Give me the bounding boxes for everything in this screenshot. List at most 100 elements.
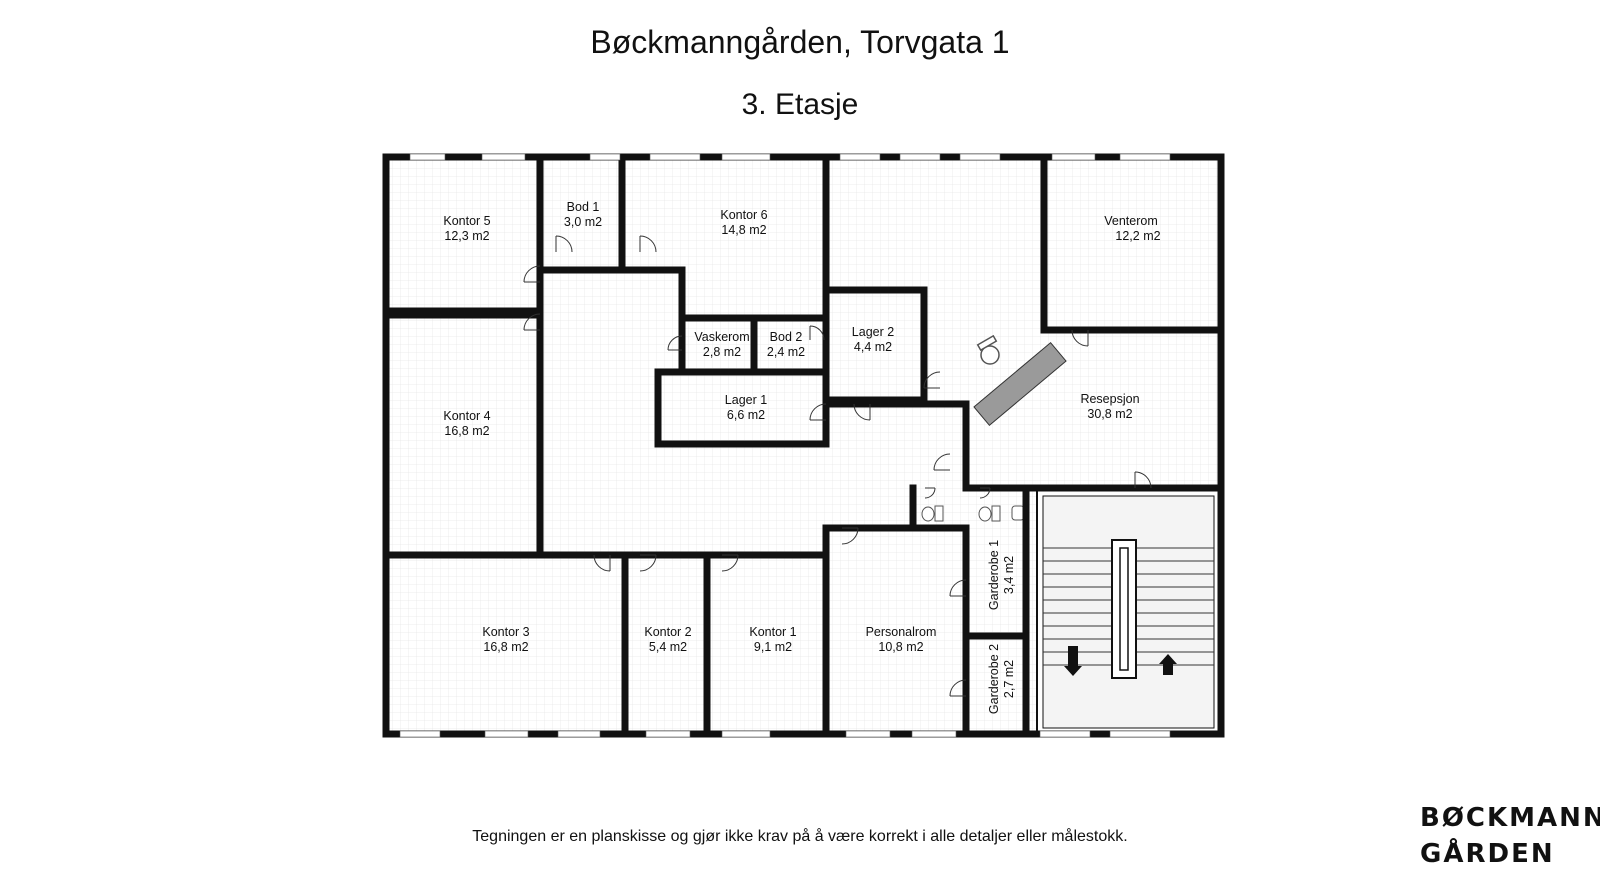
room-area: 10,8 m2 bbox=[878, 640, 923, 654]
page-title: Bøckmanngården, Torvgata 1 bbox=[590, 24, 1010, 60]
door-swing bbox=[949, 679, 967, 697]
stair-down-arrow-icon bbox=[1064, 646, 1082, 676]
room-name: Lager 2 bbox=[852, 325, 894, 339]
office-chair-icon bbox=[976, 334, 1000, 365]
window bbox=[557, 730, 601, 738]
room-name: Bod 2 bbox=[770, 330, 803, 344]
door-swing bbox=[841, 527, 859, 545]
room-kontor6[interactable]: Kontor 6 14,8 m2 bbox=[720, 208, 767, 237]
door-swing bbox=[809, 403, 827, 421]
room-name: Vaskerom bbox=[694, 330, 749, 344]
room-name: Garderobe 2 bbox=[987, 644, 1001, 714]
room-personalrom[interactable]: Personalrom 10,8 m2 bbox=[866, 625, 937, 654]
room-bod2[interactable]: Bod 2 2,4 m2 bbox=[767, 330, 805, 359]
door-swing bbox=[933, 453, 951, 471]
logo-line-1: BØCKMANN- bbox=[1420, 803, 1600, 833]
door-swing bbox=[979, 487, 991, 499]
room-area: 3,0 m2 bbox=[564, 215, 602, 229]
window bbox=[589, 153, 621, 161]
room-area: 12,2 m2 bbox=[1115, 229, 1160, 243]
window bbox=[399, 730, 441, 738]
reception-desk bbox=[973, 334, 1067, 427]
door-swing bbox=[523, 313, 541, 331]
window bbox=[481, 153, 526, 161]
room-area: 5,4 m2 bbox=[649, 640, 687, 654]
room-garderobe1[interactable]: Garderobe 1 3,4 m2 bbox=[987, 540, 1016, 610]
room-name: Kontor 3 bbox=[482, 625, 529, 639]
toilet-icon bbox=[978, 505, 1001, 522]
window bbox=[845, 730, 891, 738]
window bbox=[911, 730, 957, 738]
door-swing bbox=[523, 265, 541, 283]
door-swing bbox=[639, 554, 657, 572]
room-vaskerom[interactable]: Vaskerom 2,8 m2 bbox=[694, 330, 749, 359]
window bbox=[721, 153, 771, 161]
room-name: Kontor 4 bbox=[443, 409, 490, 423]
door-swing bbox=[949, 579, 967, 597]
room-kontor4[interactable]: Kontor 4 16,8 m2 bbox=[443, 409, 490, 438]
brand-logo: BØCKMANN- GÅRDEN bbox=[1420, 800, 1600, 872]
window bbox=[1039, 730, 1091, 738]
room-kontor3[interactable]: Kontor 3 16,8 m2 bbox=[482, 625, 529, 654]
room-name: Lager 1 bbox=[725, 393, 767, 407]
window bbox=[1119, 153, 1171, 161]
room-area: 16,8 m2 bbox=[444, 424, 489, 438]
room-name: Kontor 2 bbox=[644, 625, 691, 639]
room-name: Kontor 5 bbox=[443, 214, 490, 228]
room-venterom[interactable]: Venterom 12,2 m2 bbox=[1104, 214, 1160, 243]
logo-line-2: GÅRDEN bbox=[1420, 839, 1555, 869]
window bbox=[959, 153, 1001, 161]
door-swing bbox=[1071, 329, 1089, 347]
door-swing bbox=[593, 554, 611, 572]
disclaimer-text: Tegningen er en planskisse og gjør ikke … bbox=[472, 828, 1128, 845]
room-name: Garderobe 1 bbox=[987, 540, 1001, 610]
door-swing bbox=[667, 335, 683, 351]
room-area: 2,4 m2 bbox=[767, 345, 805, 359]
door-swing bbox=[721, 554, 739, 572]
window bbox=[1109, 730, 1171, 738]
room-lager2[interactable]: Lager 2 4,4 m2 bbox=[852, 325, 894, 354]
window bbox=[839, 153, 881, 161]
room-kontor5[interactable]: Kontor 5 12,3 m2 bbox=[443, 214, 490, 243]
room-area: 16,8 m2 bbox=[483, 640, 528, 654]
door-swing bbox=[809, 325, 825, 341]
door-swing bbox=[924, 487, 936, 499]
room-name: Bod 1 bbox=[567, 200, 600, 214]
room-lager1[interactable]: Lager 1 6,6 m2 bbox=[725, 393, 767, 422]
sink-icon bbox=[1011, 505, 1025, 521]
toilet-icon bbox=[921, 505, 944, 522]
room-area: 2,7 m2 bbox=[1002, 660, 1016, 698]
room-bod1[interactable]: Bod 1 3,0 m2 bbox=[564, 200, 602, 229]
room-resepsjon[interactable]: Resepsjon 30,8 m2 bbox=[1080, 392, 1139, 421]
door-swing bbox=[923, 371, 941, 389]
door-swing bbox=[639, 235, 657, 253]
room-area: 12,3 m2 bbox=[444, 229, 489, 243]
stairwell bbox=[1036, 489, 1221, 735]
window bbox=[409, 153, 446, 161]
room-name: Personalrom bbox=[866, 625, 937, 639]
windows bbox=[399, 153, 1171, 738]
room-area: 9,1 m2 bbox=[754, 640, 792, 654]
doors bbox=[523, 235, 1152, 697]
floor-title: 3. Etasje bbox=[741, 88, 859, 121]
window bbox=[1051, 153, 1096, 161]
room-area: 3,4 m2 bbox=[1002, 556, 1016, 594]
room-area: 30,8 m2 bbox=[1087, 407, 1132, 421]
room-area: 2,8 m2 bbox=[703, 345, 741, 359]
door-swing bbox=[853, 403, 871, 421]
room-area: 14,8 m2 bbox=[721, 223, 766, 237]
window bbox=[899, 153, 941, 161]
room-garderobe2[interactable]: Garderobe 2 2,7 m2 bbox=[987, 644, 1016, 714]
stair-up-arrow-icon bbox=[1159, 654, 1177, 675]
room-name: Venterom bbox=[1104, 214, 1158, 228]
room-name: Kontor 1 bbox=[749, 625, 796, 639]
door-swing bbox=[555, 235, 573, 253]
room-name: Kontor 6 bbox=[720, 208, 767, 222]
room-kontor1[interactable]: Kontor 1 9,1 m2 bbox=[749, 625, 796, 654]
room-name: Resepsjon bbox=[1080, 392, 1139, 406]
window bbox=[721, 730, 771, 738]
room-kontor2[interactable]: Kontor 2 5,4 m2 bbox=[644, 625, 691, 654]
window bbox=[649, 153, 701, 161]
window bbox=[645, 730, 691, 738]
